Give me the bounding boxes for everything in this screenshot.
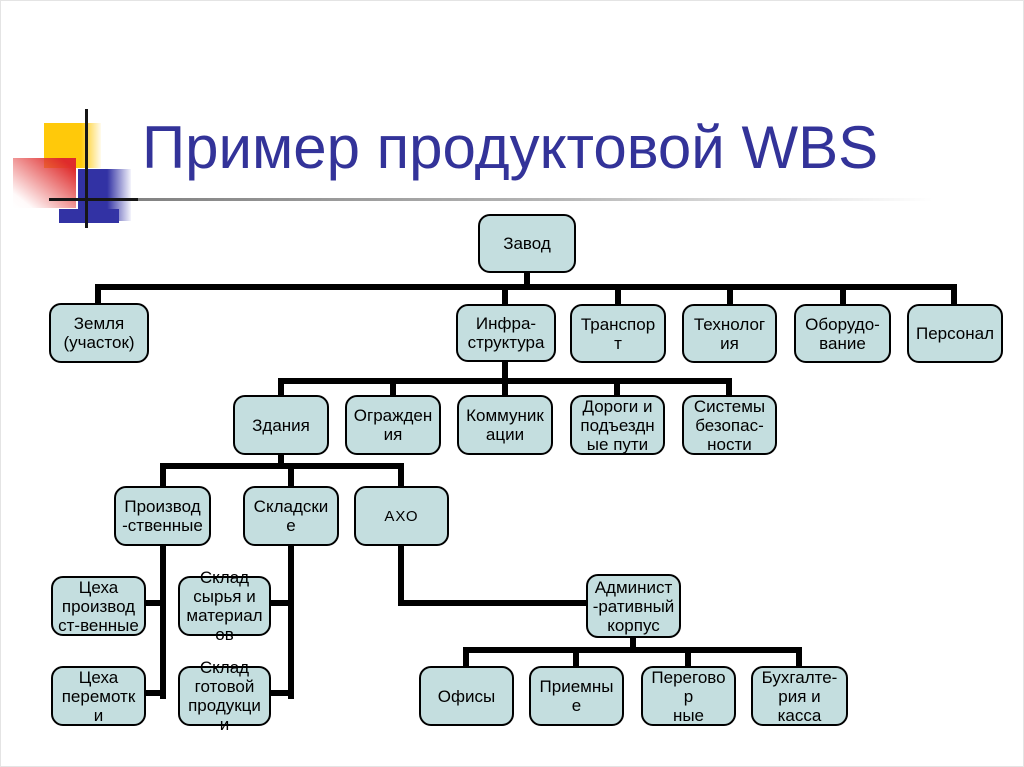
connector-line (288, 544, 294, 699)
connector-line (726, 382, 732, 396)
connector-line (840, 288, 846, 304)
node-proizvodstvennye: Производ -ственные (114, 486, 211, 546)
title-divider (138, 198, 966, 201)
connector-line (278, 453, 284, 467)
connector-line (614, 382, 620, 396)
connector-line (278, 378, 732, 384)
connector-line (398, 467, 404, 487)
connector-line (573, 651, 579, 667)
page-title: Пример продуктовой WBS (142, 114, 879, 181)
node-ofisy: Офисы (419, 666, 514, 726)
connector-line (502, 288, 508, 304)
connector-line (160, 467, 166, 487)
connector-line (160, 463, 404, 469)
node-peregovornye: Перегово р ные (641, 666, 736, 726)
connector-line (269, 690, 294, 696)
connector-line (278, 382, 284, 396)
node-buhgalteriya-kassa: Бухгалте- рия и касса (751, 666, 848, 726)
connector-line (685, 651, 691, 667)
node-infrastruktura: Инфра- структура (456, 304, 556, 362)
connector-line (615, 288, 621, 304)
connector-line (463, 647, 802, 653)
connector-line (146, 690, 166, 696)
connector-line (796, 651, 802, 667)
node-sistemy-bezopasnosti: Системы безопас- ности (682, 395, 777, 455)
node-transport: Транспор т (570, 304, 666, 363)
node-aho: АХО (354, 486, 449, 546)
node-administrativny-korpus: Админист -ративный корпус (586, 574, 681, 638)
connector-line (727, 288, 733, 304)
connector-line (398, 600, 590, 606)
connector-line (502, 360, 508, 382)
node-dorogi-podezdnye-puti: Дороги и подъездн ые пути (570, 395, 665, 455)
node-zavod: Завод (478, 214, 576, 273)
node-tehnologiya: Технолог ия (682, 304, 777, 363)
node-kommunikacii: Коммуник ации (457, 395, 553, 455)
connector-line (502, 382, 508, 396)
connector-line (390, 382, 396, 396)
node-priemnye: Приемны е (529, 666, 624, 726)
connector-line (269, 600, 294, 606)
node-sklad-gotovoy-produkcii: Склад готовой продукци и (178, 658, 271, 734)
node-ceha-proizvodstvennye: Цеха производ ст-венные (51, 576, 146, 636)
decoration-vertical-line (85, 109, 88, 228)
node-zdaniya: Здания (233, 395, 329, 455)
connector-line (398, 544, 404, 606)
connector-line (951, 288, 957, 304)
node-zemlya: Земля (участок) (49, 303, 149, 363)
node-personal: Персонал (907, 304, 1003, 363)
connector-line (146, 600, 166, 606)
connector-line (95, 284, 957, 290)
node-oborudovanie: Оборудо- вание (794, 304, 891, 363)
connector-line (160, 544, 166, 699)
node-ograzhdeniya: Огражден ия (345, 395, 441, 455)
connector-line (524, 271, 530, 286)
connector-line (288, 467, 294, 487)
connector-line (630, 636, 636, 651)
connector-line (95, 288, 101, 304)
node-skladskie: Складски е (243, 486, 339, 546)
node-ceha-peremotki: Цеха перемотк и (51, 666, 146, 726)
decoration-horizontal-line (49, 198, 138, 201)
node-sklad-syrya-materialov: Склад сырья и материал ов (178, 568, 271, 644)
connector-line (463, 651, 469, 667)
